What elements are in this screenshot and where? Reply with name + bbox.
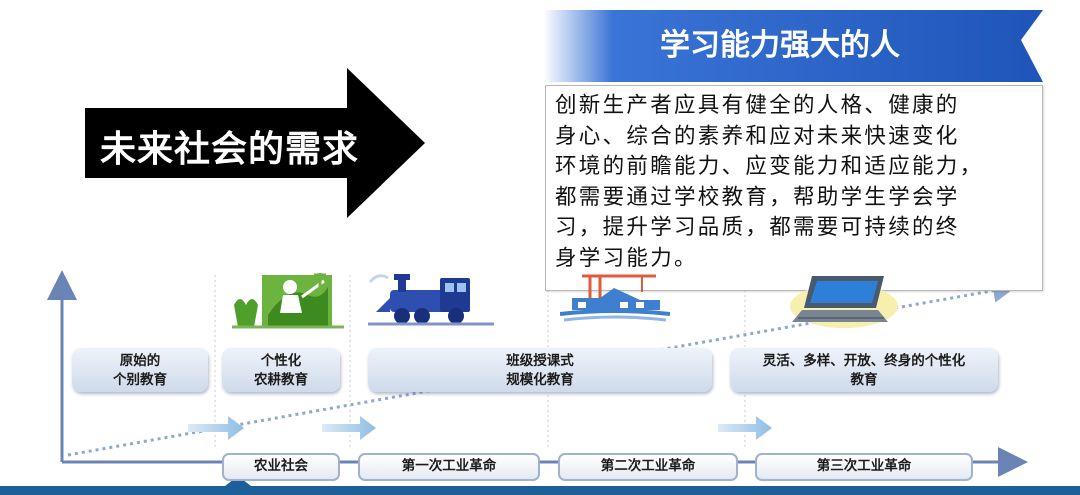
demand-arrow [85, 68, 425, 218]
bottom-bar [0, 486, 1080, 495]
education-stage-line: 个性化 [260, 353, 302, 369]
description-text: 创新生产者应具有健全的人格、健康的 身心、综合的素养和应对未来快速变化 环境的前… [555, 91, 1035, 274]
education-stage-line: 规模化教育 [506, 372, 574, 388]
education-stage-farming: 个性化 农耕教育 [222, 348, 340, 392]
farming-icon [232, 273, 344, 329]
education-stage-line: 灵活、多样、开放、终身的个性化 [762, 353, 966, 369]
education-stage-class-based: 班级授课式 规模化教育 [368, 348, 712, 392]
steam-train-icon [368, 274, 494, 326]
factory-icon [560, 274, 670, 322]
banner-title: 学习能力强大的人 [660, 28, 900, 63]
description-line: 都需要通过学校教育，帮助学生学会学 [555, 184, 960, 210]
stage-arrow [188, 416, 244, 440]
laptop-icon [790, 276, 898, 328]
stage-arrow [718, 416, 772, 440]
stage-arrow [322, 416, 376, 440]
description-line: 身学习能力。 [555, 245, 698, 271]
description-line: 习，提升学习品质，都需要可持续的终 [555, 215, 960, 240]
demand-arrow-label: 未来社会的需求 [100, 129, 360, 170]
description-box [545, 85, 1043, 291]
title-banner [543, 10, 1043, 82]
education-stage-line: 班级授课式 [506, 353, 574, 369]
education-stage-line: 教育 [850, 372, 878, 388]
education-stage-line: 原始的 [119, 353, 161, 369]
era-third-industrial: 第三次工业革命 [755, 453, 973, 481]
description-line: 环境的前瞻能力、应变能力和适应能力， [555, 154, 984, 179]
education-stage-primitive: 原始的 个别教育 [72, 348, 208, 392]
era-first-industrial: 第一次工业革命 [358, 453, 540, 481]
education-stage-personalized: 灵活、多样、开放、终身的个性化 教育 [730, 348, 998, 392]
description-line: 身心、综合的素养和应对未来快速变化 [555, 123, 960, 149]
description-line: 创新生产者应具有健全的人格、健康的 [555, 93, 960, 118]
era-agricultural: 农业社会 [222, 453, 340, 481]
bottom-bar-notch [225, 476, 251, 486]
era-second-industrial: 第二次工业革命 [558, 453, 738, 481]
education-stage-line: 农耕教育 [254, 372, 308, 388]
education-stage-line: 个别教育 [113, 372, 167, 388]
